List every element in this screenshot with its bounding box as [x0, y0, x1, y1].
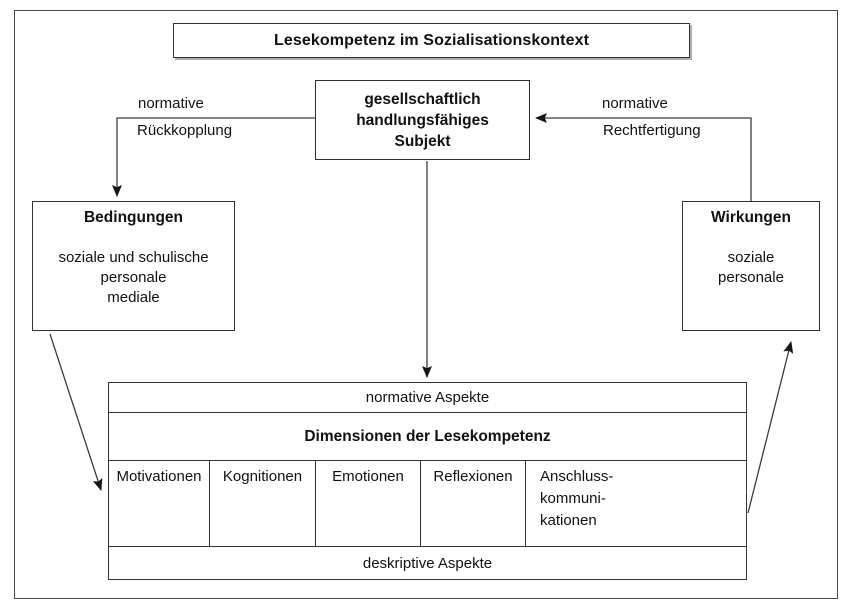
subject-box: gesellschaftlich handlungsfähiges Subjek…: [315, 80, 530, 160]
effects-item: personale: [718, 269, 784, 286]
table-column-kognitionen: Kognitionen: [210, 461, 316, 546]
conditions-box-items: soziale und schulische personale mediale: [33, 248, 234, 308]
effects-item: soziale: [727, 249, 775, 266]
justification-label-line2: Rechtfertigung: [603, 122, 701, 139]
table-column-anschlusskommunikationen: Anschluss- kommuni- kationen: [540, 468, 614, 529]
diagram-frame: [14, 10, 838, 599]
conditions-box-title: Bedingungen: [83, 209, 184, 226]
table-column-emotionen: Emotionen: [316, 461, 421, 546]
table-column-motivationen: Motivationen: [109, 461, 210, 546]
feedback-label-line2: Rückkopplung: [137, 122, 233, 139]
subject-line: gesellschaftlich: [364, 90, 481, 108]
table-band-deskriptive: deskriptive Aspekte: [362, 554, 493, 572]
table-column-reflexionen: Reflexionen: [421, 461, 526, 546]
effects-box-title: Wirkungen: [711, 209, 791, 226]
subject-line: Subjekt: [394, 132, 451, 150]
effects-box-items: soziale personale: [683, 248, 819, 288]
effects-box: Wirkungen soziale personale: [682, 201, 820, 331]
table-columns-row: Motivationen Kognitionen Emotionen Refle…: [109, 461, 746, 547]
dimensions-table: normative Aspekte Dimensionen der Leseko…: [108, 382, 747, 580]
diagram-title: Lesekompetenz im Sozialisationskontext: [274, 31, 589, 49]
conditions-item: mediale: [107, 289, 160, 306]
conditions-box: Bedingungen soziale und schulische perso…: [32, 201, 235, 331]
table-band-normative: normative Aspekte: [109, 383, 746, 413]
justification-label-line1: normative: [602, 95, 668, 112]
table-header-dimensions: Dimensionen der Lesekompetenz: [109, 413, 746, 461]
conditions-item: personale: [100, 269, 167, 286]
conditions-item: soziale und schulische: [58, 249, 209, 266]
feedback-label-line1: normative: [138, 95, 204, 112]
subject-line: handlungsfähiges: [356, 111, 489, 129]
diagram-title-box: Lesekompetenz im Sozialisationskontext: [173, 23, 690, 58]
